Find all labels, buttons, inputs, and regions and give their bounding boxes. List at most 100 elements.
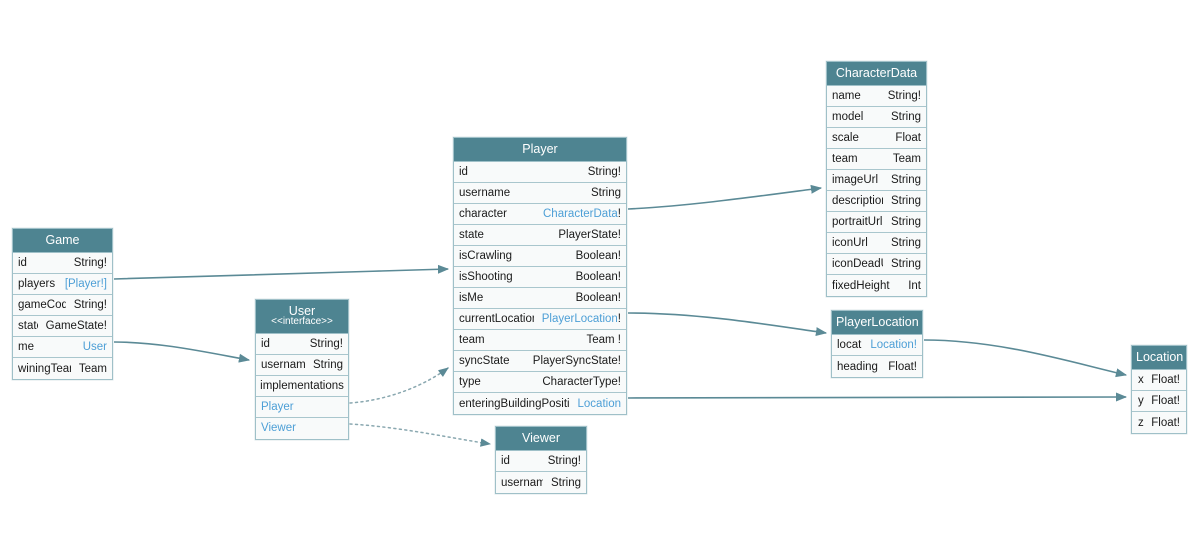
field-player-syncstate[interactable]: syncState PlayerSyncState! bbox=[454, 351, 626, 373]
field-player-id[interactable]: id String! bbox=[454, 162, 626, 184]
field-name: imageUrl bbox=[832, 174, 879, 187]
user-implementation-viewer[interactable]: Viewer bbox=[256, 418, 348, 439]
field-location-z[interactable]: z Float! bbox=[1132, 412, 1186, 433]
entity-viewer-title: Viewer bbox=[496, 427, 586, 452]
field-characterdata-team[interactable]: team Team bbox=[827, 149, 926, 171]
field-name: isMe bbox=[459, 292, 484, 305]
field-player-enteringbuildingposition[interactable]: enteringBuildingPosition Location bbox=[454, 393, 626, 414]
field-name: syncState bbox=[459, 355, 510, 368]
field-characterdata-imageurl[interactable]: imageUrl String bbox=[827, 170, 926, 192]
field-name: isShooting bbox=[459, 271, 513, 284]
field-player-currentlocation[interactable]: currentLocation PlayerLocation! bbox=[454, 309, 626, 331]
field-type: String! bbox=[547, 455, 581, 468]
field-type: PlayerSyncState! bbox=[532, 355, 621, 368]
field-type: Team bbox=[892, 153, 921, 166]
field-type: Float! bbox=[888, 360, 917, 373]
field-type: Location! bbox=[870, 339, 917, 352]
field-player-isme[interactable]: isMe Boolean! bbox=[454, 288, 626, 310]
field-player-isshooting[interactable]: isShooting Boolean! bbox=[454, 267, 626, 289]
entity-game-title: Game bbox=[13, 229, 112, 254]
field-name: y bbox=[1138, 395, 1144, 408]
field-game-me[interactable]: me User bbox=[13, 337, 112, 359]
field-player-username[interactable]: username String bbox=[454, 183, 626, 205]
field-name: username bbox=[459, 187, 511, 200]
field-type: Location bbox=[577, 397, 621, 410]
field-type: Boolean! bbox=[575, 271, 621, 284]
field-location-x[interactable]: x Float! bbox=[1132, 370, 1186, 392]
entity-user-stereotype: <<interface>> bbox=[271, 316, 333, 328]
field-characterdata-portraiturl[interactable]: portraitUrl String bbox=[827, 212, 926, 234]
field-type: String bbox=[890, 195, 921, 208]
field-name: fixedHeight bbox=[832, 279, 890, 292]
edge-user-implements-viewer bbox=[349, 423, 492, 447]
field-game-id[interactable]: id String! bbox=[13, 253, 112, 275]
field-name: scale bbox=[832, 132, 859, 145]
field-location-y[interactable]: y Float! bbox=[1132, 391, 1186, 413]
field-type: Boolean! bbox=[575, 250, 621, 263]
edge-game-me-user bbox=[113, 341, 251, 363]
edge-playerlocation-location-location bbox=[923, 339, 1128, 378]
field-playerlocation-heading[interactable]: heading Float! bbox=[832, 356, 922, 377]
field-characterdata-icondeadurl[interactable]: iconDeadUrl String bbox=[827, 254, 926, 276]
implementations-label: implementations bbox=[260, 379, 344, 392]
entity-characterdata-title: CharacterData bbox=[827, 62, 926, 87]
field-type: String bbox=[890, 111, 921, 124]
field-characterdata-description[interactable]: description String bbox=[827, 191, 926, 213]
field-viewer-username[interactable]: username String bbox=[496, 472, 586, 493]
entity-characterdata[interactable]: CharacterData name String! model String … bbox=[826, 61, 927, 298]
field-game-state[interactable]: state GameState! bbox=[13, 316, 112, 338]
field-characterdata-fixedheight[interactable]: fixedHeight Int bbox=[827, 275, 926, 296]
field-player-character[interactable]: character CharacterData! bbox=[454, 204, 626, 226]
field-characterdata-iconurl[interactable]: iconUrl String bbox=[827, 233, 926, 255]
field-name: team bbox=[459, 334, 485, 347]
field-player-state[interactable]: state PlayerState! bbox=[454, 225, 626, 247]
entity-user[interactable]: User <<interface>> id String! username S… bbox=[255, 299, 349, 440]
field-name: username bbox=[501, 476, 543, 489]
field-type: String bbox=[890, 174, 921, 187]
field-name: isCrawling bbox=[459, 250, 513, 263]
user-implementations-label: implementations bbox=[256, 376, 348, 397]
field-characterdata-scale[interactable]: scale Float bbox=[827, 128, 926, 150]
field-characterdata-name[interactable]: name String! bbox=[827, 86, 926, 108]
field-type: String bbox=[550, 476, 581, 489]
field-type: CharacterType! bbox=[542, 376, 621, 389]
edge-player-enteringbuildingposition-location bbox=[627, 392, 1128, 402]
field-characterdata-model[interactable]: model String bbox=[827, 107, 926, 129]
field-type: String! bbox=[587, 166, 621, 179]
field-name: currentLocation bbox=[459, 313, 534, 326]
field-name: id bbox=[501, 455, 510, 468]
field-type: CharacterData! bbox=[543, 208, 621, 220]
field-playerlocation-location[interactable]: location Location! bbox=[832, 335, 922, 357]
field-user-id[interactable]: id String! bbox=[256, 334, 348, 355]
field-game-winingteam[interactable]: winingTeam Team bbox=[13, 358, 112, 379]
field-user-username[interactable]: username String bbox=[256, 355, 348, 376]
field-game-players[interactable]: players [Player!] bbox=[13, 274, 112, 296]
field-player-team[interactable]: team Team ! bbox=[454, 330, 626, 352]
field-name: heading bbox=[837, 360, 878, 373]
entity-location[interactable]: Location x Float! y Float! z Float! bbox=[1131, 345, 1187, 435]
field-player-type[interactable]: type CharacterType! bbox=[454, 372, 626, 394]
entity-player[interactable]: Player id String! username String charac… bbox=[453, 137, 627, 416]
edge-player-character-characterdata bbox=[627, 184, 823, 210]
field-name: players bbox=[18, 278, 56, 291]
field-name: state bbox=[18, 320, 38, 333]
field-type: PlayerLocation! bbox=[542, 313, 621, 325]
field-type: Team bbox=[78, 362, 107, 375]
user-implementation-player[interactable]: Player bbox=[256, 397, 348, 418]
field-type: String bbox=[312, 358, 343, 371]
field-name: enteringBuildingPosition bbox=[459, 397, 570, 410]
field-name: winingTeam bbox=[18, 362, 71, 375]
field-type: GameState! bbox=[45, 320, 107, 333]
field-type: String! bbox=[73, 299, 107, 312]
entity-game[interactable]: Game id String! players [Player!] gameCo… bbox=[12, 228, 113, 381]
field-name: id bbox=[261, 337, 270, 350]
field-viewer-id[interactable]: id String! bbox=[496, 451, 586, 473]
field-type: User bbox=[82, 341, 107, 354]
field-type-suffix: ! bbox=[617, 313, 621, 326]
entity-playerlocation[interactable]: PlayerLocation location Location! headin… bbox=[831, 310, 923, 379]
field-player-iscrawling[interactable]: isCrawling Boolean! bbox=[454, 246, 626, 268]
entity-viewer[interactable]: Viewer id String! username String bbox=[495, 426, 587, 495]
field-type-suffix: ! bbox=[617, 208, 621, 221]
field-game-gamecode[interactable]: gameCode String! bbox=[13, 295, 112, 317]
field-name: type bbox=[459, 376, 481, 389]
